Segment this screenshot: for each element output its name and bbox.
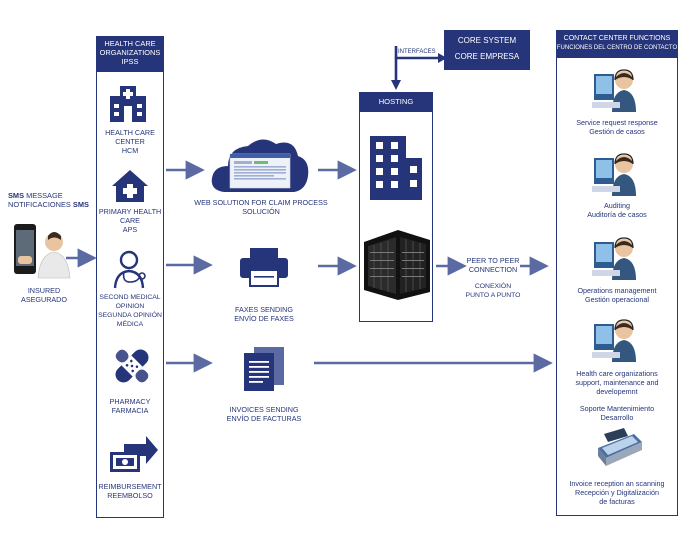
call-agent-icon <box>592 69 636 112</box>
call-agent-icon <box>592 153 636 196</box>
doctor-stethoscope-icon <box>113 250 146 289</box>
invoice-documents-icon <box>244 347 284 391</box>
sms-message-label: SMS MESSAGE NOTIFICACIONES SMS <box>8 191 89 209</box>
money-transfer-icon <box>110 436 158 472</box>
interfaces-label: INTERFACES <box>398 49 436 55</box>
bandage-icon <box>115 349 149 383</box>
call-agent-icon <box>592 237 636 280</box>
building-icon <box>370 136 422 200</box>
hosting-header: HOSTING <box>359 92 433 112</box>
fax-printer-icon <box>240 248 288 287</box>
home-medical-icon <box>112 170 148 202</box>
server-rack-icon <box>364 230 430 300</box>
hospital-icon <box>110 86 146 122</box>
call-agent-icon <box>592 319 636 362</box>
interfaces-bidirectional-arrow <box>394 46 440 82</box>
cloud-web-solution-icon <box>211 139 309 192</box>
mobile-phone-user-icon <box>14 224 71 279</box>
scanner-icon <box>598 428 642 466</box>
